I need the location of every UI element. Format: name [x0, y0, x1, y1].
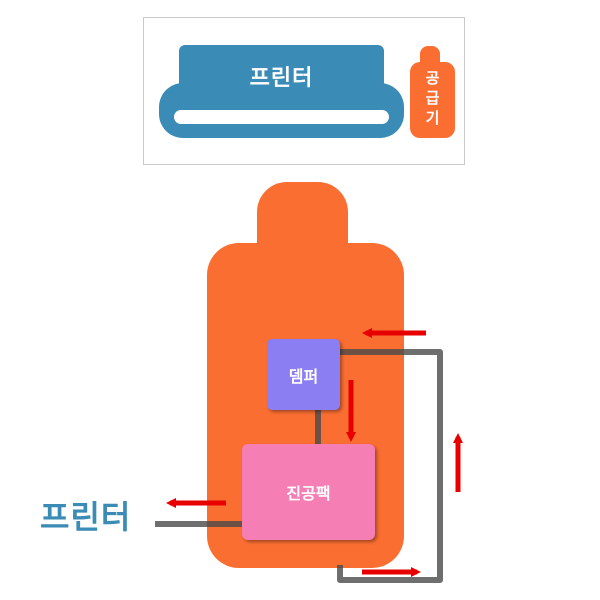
damper-label: 뎀퍼 — [288, 366, 319, 386]
printer-paper-slot — [174, 110, 389, 124]
printer-side-label: 프린터 — [40, 498, 132, 536]
supplier-bottle-shape — [410, 62, 455, 138]
pipe-loop — [337, 349, 443, 583]
vacuum-pack-box: 진공팩 — [242, 444, 375, 540]
supplier-label-char: 기 — [425, 109, 440, 127]
supplier-label: 공 급 기 — [410, 68, 455, 128]
damper-box: 뎀퍼 — [267, 339, 340, 410]
supplier-label-char: 급 — [425, 89, 440, 107]
pipe-lines — [155, 349, 443, 583]
printer-top-shape — [179, 45, 384, 89]
printer-label: 프린터 — [249, 66, 314, 91]
supplier-label-char: 공 — [425, 69, 440, 87]
overview-panel: 프린터 공 급 기 — [143, 17, 465, 165]
flow-arrows — [166, 328, 463, 577]
vacuum-pack-label: 진공팩 — [286, 484, 331, 503]
